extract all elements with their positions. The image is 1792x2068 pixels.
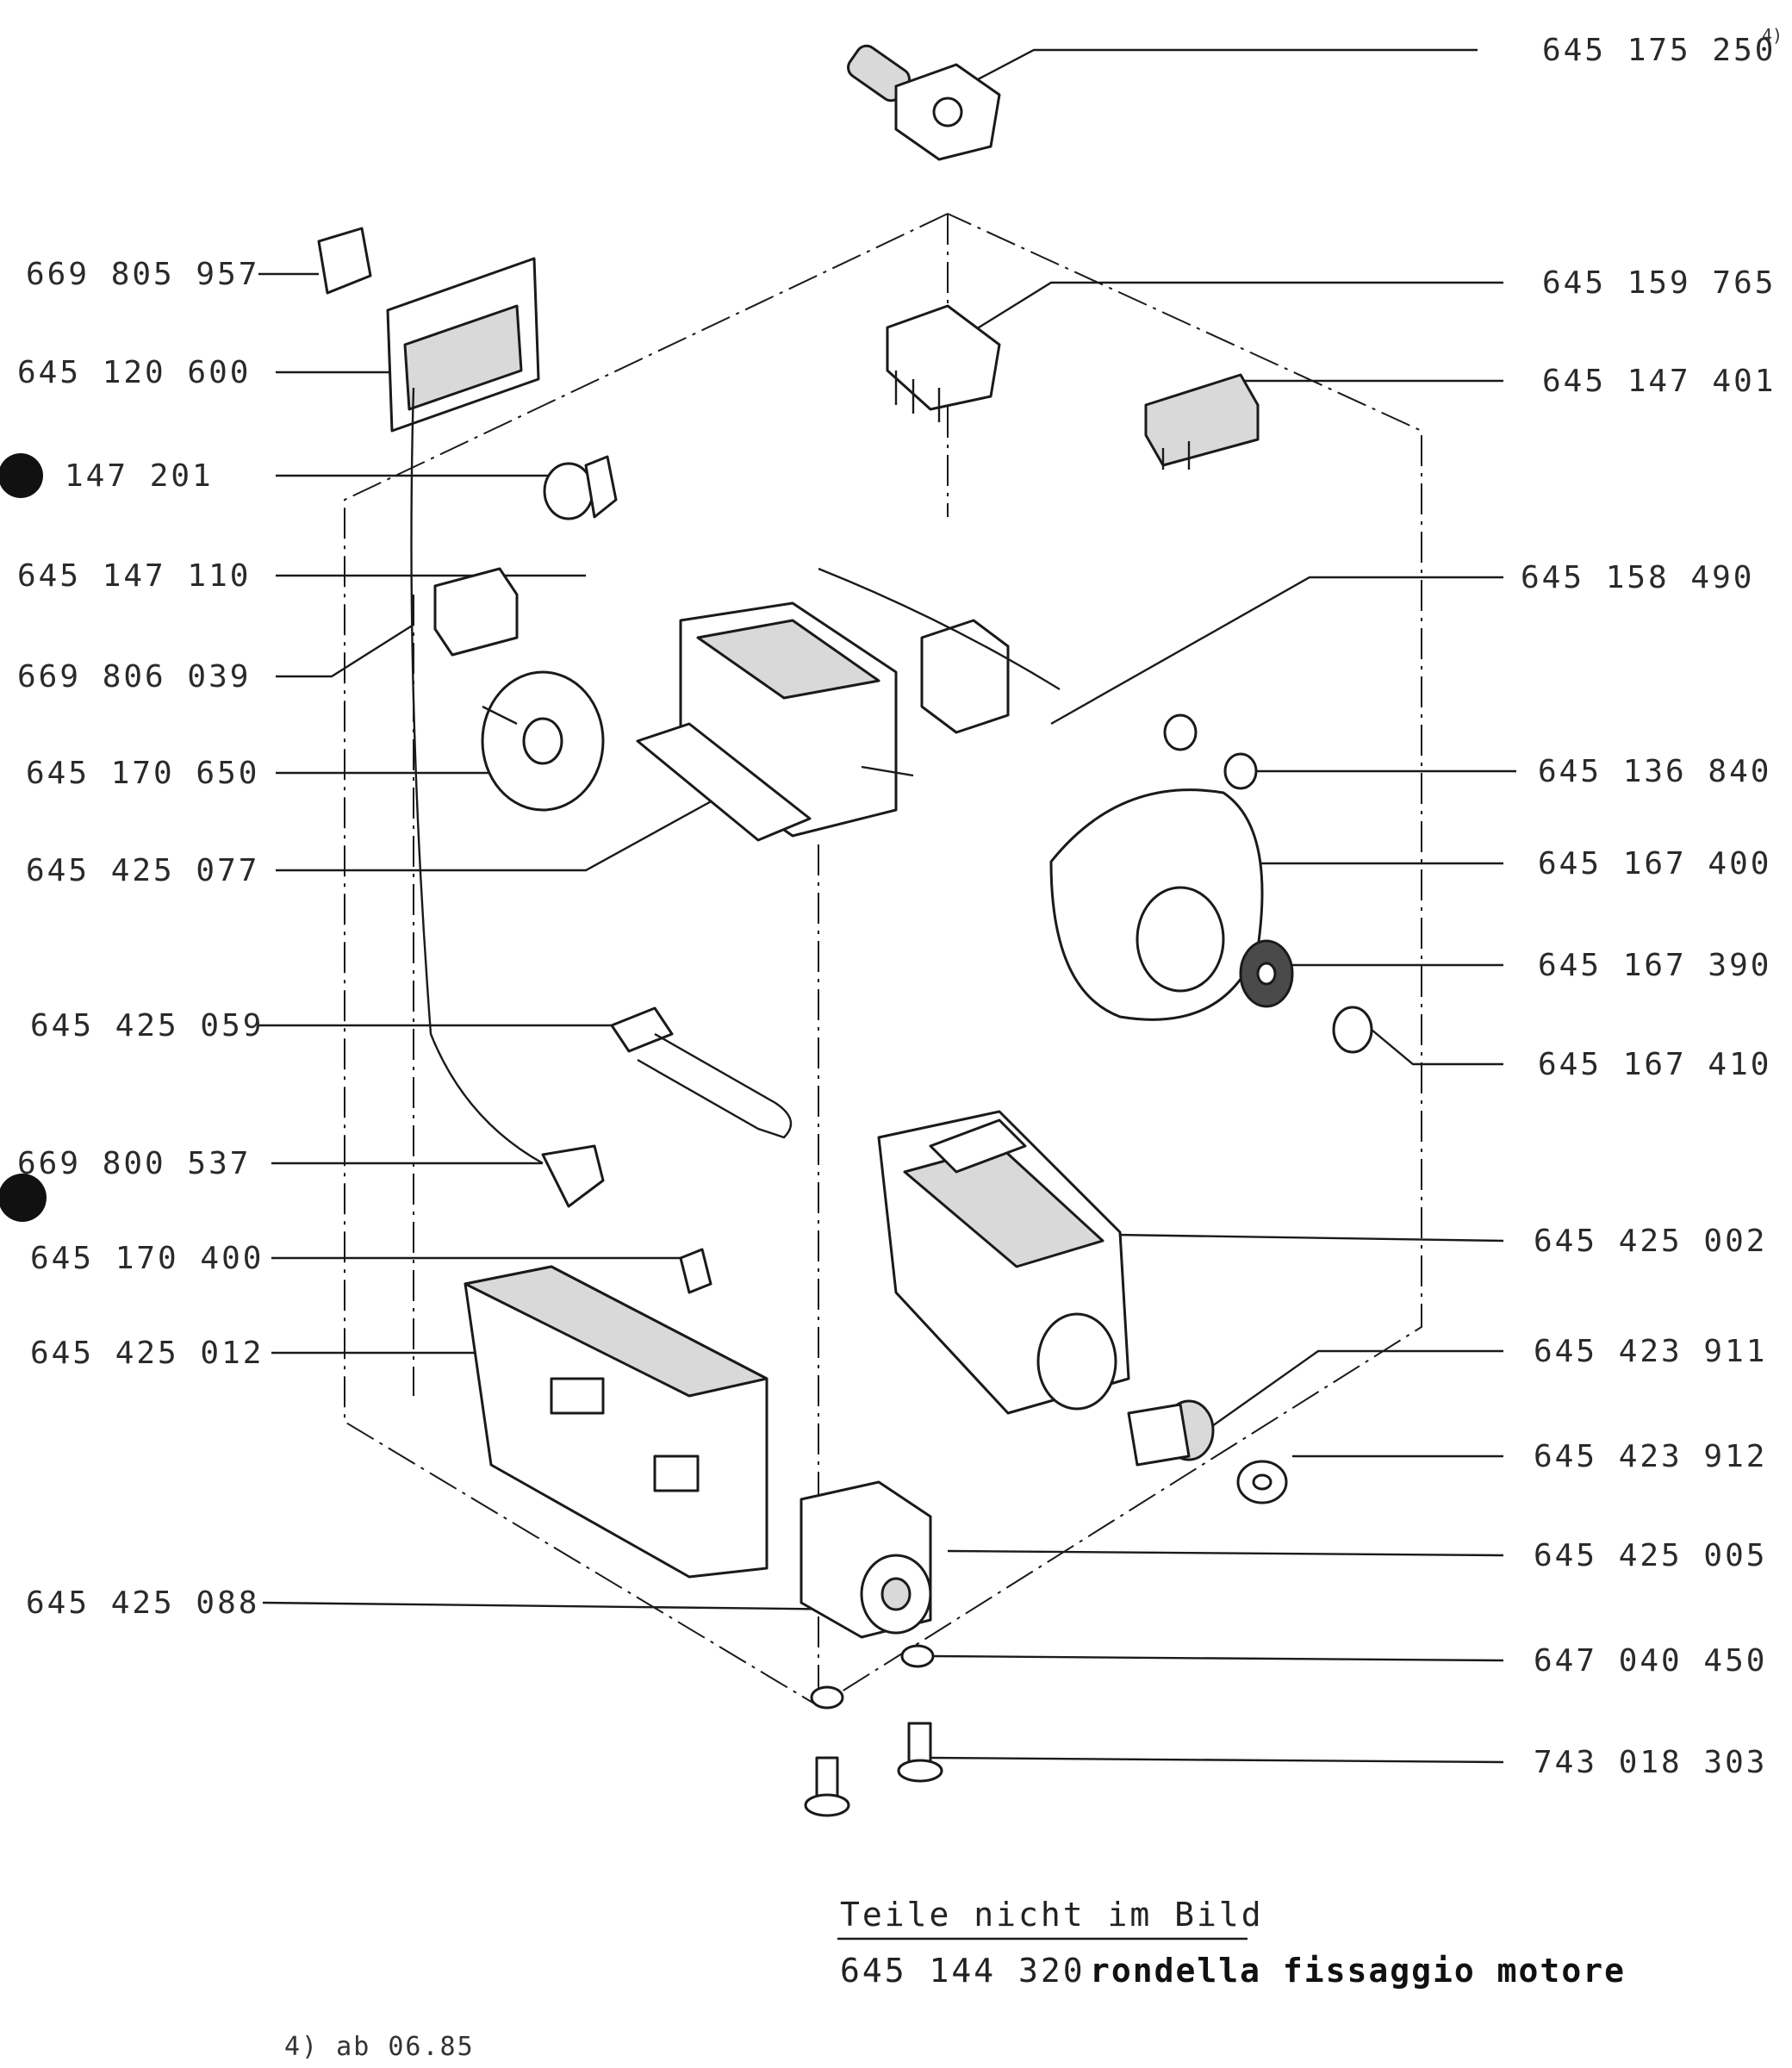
label-right-14: 743 018 303: [1534, 1745, 1767, 1780]
label-right-6: 645 167 400: [1538, 846, 1771, 881]
notes-heading: Teile nicht im Bild: [840, 1896, 1264, 1934]
notes-part-number: 645 144 320: [840, 1952, 1086, 1990]
label-right-13: 647 040 450: [1534, 1643, 1767, 1679]
label-right-8: 645 167 410: [1538, 1047, 1771, 1082]
label-left-8: 645 425 059: [30, 1008, 264, 1043]
part-dial-gear: [481, 670, 605, 812]
label-left-7: 645 425 077: [26, 853, 259, 888]
label-left-1: 669 805 957: [26, 257, 259, 292]
labels-left: 669 805 957 645 120 600 147 201 645 147 …: [17, 257, 264, 1621]
part-switch-block: [1144, 373, 1260, 470]
part-motor: [877, 1110, 1130, 1415]
label-left-5: 669 806 039: [17, 659, 251, 695]
label-right-9: 645 425 002: [1534, 1224, 1767, 1259]
label-right-4: 645 158 490: [1521, 560, 1754, 595]
label-left-12: 645 425 088: [26, 1585, 259, 1621]
part-heater-element: [610, 1006, 793, 1139]
label-right-10: 645 423 911: [1534, 1334, 1767, 1369]
leader-lines-left: [258, 272, 862, 1611]
label-right-7: 645 167 390: [1538, 948, 1771, 983]
part-power-cord: [410, 387, 605, 1208]
part-bushing-1: [1163, 713, 1198, 751]
label-right-3: 645 147 401: [1542, 364, 1776, 399]
label-right-11: 645 423 912: [1534, 1439, 1767, 1474]
footnote: 4) ab 06.85: [284, 2032, 475, 2062]
part-circlip: [1332, 1006, 1373, 1054]
part-small-block: [433, 567, 519, 657]
label-left-3: 147 201: [65, 458, 214, 494]
label-right-12: 645 425 005: [1534, 1538, 1767, 1573]
label-left-11: 645 425 012: [30, 1336, 264, 1371]
part-pulley: [1127, 1399, 1215, 1467]
part-timer-module: [636, 601, 914, 842]
label-left-9: 669 800 537: [17, 1146, 251, 1181]
label-left-2: 645 120 600: [17, 355, 251, 390]
label-left-6: 645 170 650: [26, 756, 259, 791]
part-fan-wheel: [1239, 939, 1294, 1008]
part-fan-housing: [1049, 788, 1264, 1021]
part-label-plate: [386, 257, 540, 433]
part-pump: [800, 1480, 932, 1639]
label-left-4: 645 147 110: [17, 558, 251, 594]
notes-part-description: rondella fissaggio motore: [1090, 1952, 1626, 1990]
part-washer: [1236, 1460, 1288, 1504]
part-clip-small: [679, 1248, 712, 1294]
labels-right: 645 175 250 4) 645 159 765 645 147 401 6…: [1521, 25, 1783, 1780]
punch-hole-1: [0, 453, 43, 498]
part-bushing-2: [1223, 752, 1258, 790]
part-terminal-top-left: [317, 227, 372, 295]
part-screws: [804, 1722, 943, 1817]
part-top-connector: [847, 44, 1001, 161]
label-right-1-superscript: 4): [1762, 25, 1783, 46]
part-control-board: [464, 1265, 768, 1579]
part-switch-small: [818, 567, 1061, 734]
part-plug-middle: [886, 304, 1001, 422]
notes-block: Teile nicht im Bild 645 144 320 rondella…: [837, 1896, 1626, 1990]
label-right-2: 645 159 765: [1542, 265, 1776, 301]
punch-hole-2: [0, 1174, 47, 1222]
label-right-1: 645 175 250: [1542, 33, 1776, 68]
part-knob-cap: [543, 455, 618, 520]
label-right-5: 645 136 840: [1538, 754, 1771, 789]
part-rubber-foot: [810, 1644, 935, 1710]
label-left-10: 645 170 400: [30, 1241, 264, 1276]
